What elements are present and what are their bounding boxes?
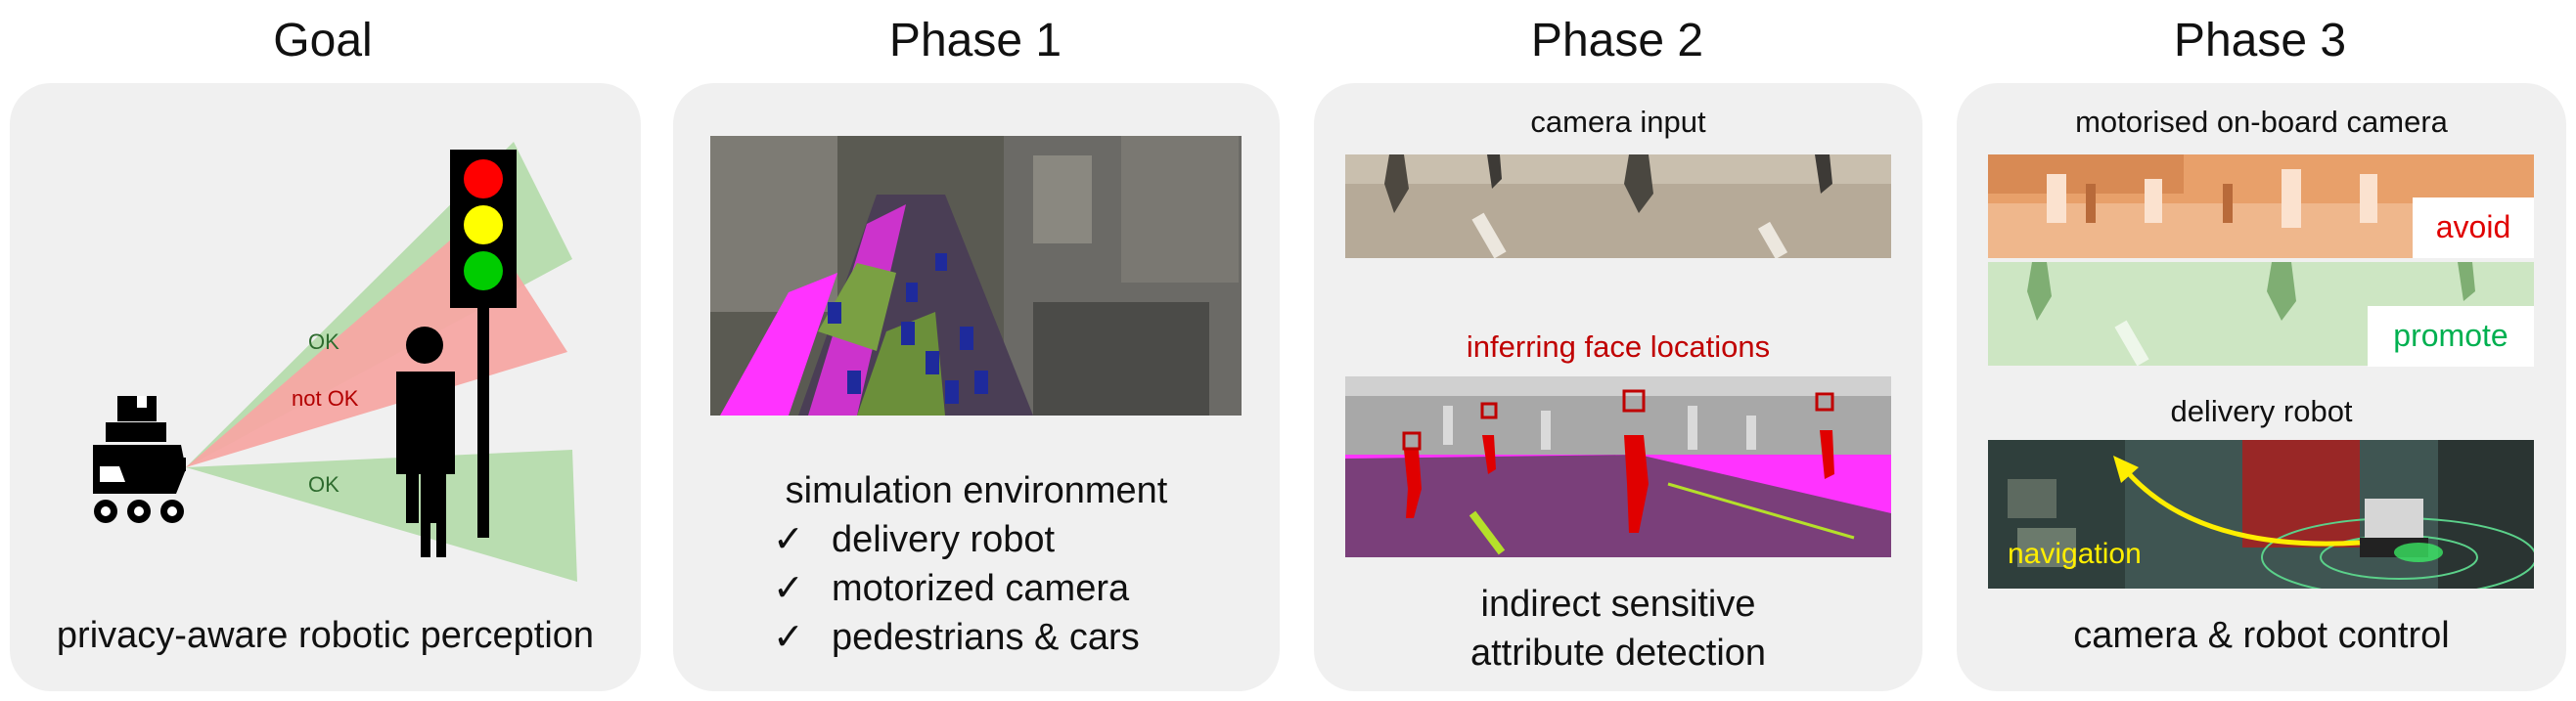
check-icon: ✓ bbox=[773, 568, 804, 609]
goal-panel: OK not OK OK privacy-aware robotic perce… bbox=[10, 83, 641, 691]
goal-illustration bbox=[93, 142, 577, 582]
segmentation-image bbox=[1345, 376, 1891, 557]
navigation-image bbox=[1988, 440, 2534, 589]
delivery-robot-icon bbox=[93, 396, 186, 523]
goal-title: Goal bbox=[273, 15, 373, 66]
person-icon bbox=[396, 327, 455, 557]
promote-label: promote bbox=[2368, 306, 2534, 367]
checklist-label: delivery robot bbox=[832, 519, 1056, 560]
ok-cone-bottom bbox=[186, 450, 577, 582]
ok-label-bottom: OK bbox=[308, 472, 339, 497]
phase1-heading: simulation environment bbox=[785, 470, 1168, 511]
phase2-title: Phase 2 bbox=[1530, 15, 1704, 66]
phase1-panel: simulation environment ✓ delivery robot ✓… bbox=[673, 83, 1280, 691]
goal-caption: privacy-aware robotic perception bbox=[56, 615, 595, 656]
check-icon: ✓ bbox=[773, 519, 804, 560]
traffic-light-icon bbox=[450, 150, 517, 538]
checklist-item: ✓ motorized camera bbox=[773, 564, 1129, 613]
navigation-label: navigation bbox=[2008, 538, 2142, 570]
simulation-environment-image bbox=[710, 136, 1242, 416]
checklist-item: ✓ pedestrians & cars bbox=[773, 613, 1140, 662]
avoid-label: avoid bbox=[2413, 197, 2534, 258]
phase3-caption: camera & robot control bbox=[2073, 615, 2450, 656]
checklist-label: motorized camera bbox=[832, 568, 1130, 609]
check-icon: ✓ bbox=[773, 617, 804, 658]
camera-input-label: camera input bbox=[1530, 105, 1706, 139]
checklist-item: ✓ delivery robot bbox=[773, 515, 1055, 564]
motorised-camera-label: motorised on-board camera bbox=[2075, 105, 2448, 139]
phase2-caption-line1: indirect sensitive bbox=[1480, 584, 1756, 625]
phase3-panel: motorised on-board camera avoid promote … bbox=[1957, 83, 2566, 691]
phase1-title: Phase 1 bbox=[888, 15, 1062, 66]
inferring-face-locations-label: inferring face locations bbox=[1466, 329, 1771, 364]
phase2-panel: camera input inferring face locations bbox=[1314, 83, 1922, 691]
not-ok-label: not OK bbox=[292, 386, 359, 411]
checklist-label: pedestrians & cars bbox=[832, 617, 1140, 658]
camera-input-image bbox=[1345, 154, 1891, 258]
ok-label-top: OK bbox=[308, 329, 339, 354]
phase2-caption-line2: attribute detection bbox=[1469, 633, 1767, 674]
delivery-robot-label: delivery robot bbox=[2170, 394, 2353, 428]
phase3-title: Phase 3 bbox=[2173, 15, 2347, 66]
